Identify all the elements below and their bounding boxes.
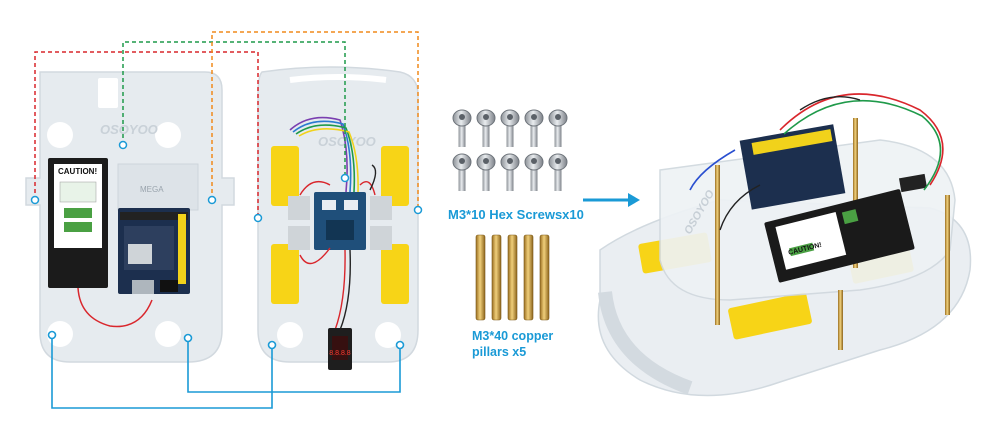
hex-screw [524,109,544,147]
pillars-label-line2: pillars x5 [472,345,527,359]
copper-pillar [539,234,550,321]
assembled-car: CAUTION! OSOYOO [597,93,972,397]
copper-pillar [475,234,486,321]
hex-screw [548,109,568,147]
copper-pillar [523,234,534,321]
plate-hole [155,321,181,347]
hex-screw [476,153,496,191]
caution-title: CAUTION! [58,167,97,176]
screws-label: M3*10 Hex Screwsx10 [448,207,584,222]
standoff-guides [51,335,401,409]
display-digits: 8.8.8.8 [329,350,351,357]
motor-rear-left [271,226,310,304]
copper-pillars [475,234,550,321]
hex-screw [524,153,544,191]
plate-hole [47,122,73,148]
plate-hole [47,321,73,347]
brand-mark: OSOYOO [100,122,158,137]
mega-board [118,208,190,294]
hex-screw [452,153,472,191]
copper-pillar [507,234,518,321]
hex-screw [476,109,496,147]
guide-endpoints [30,140,423,223]
motor-front-left [271,146,310,220]
arrow-right-icon [583,193,640,207]
voltage-display: 8.8.8.8 [328,328,352,370]
battery-box: CAUTION! [48,158,108,288]
plate-hole [155,122,181,148]
pillars-label-line1: M3*40 copper [472,329,554,343]
hex-screw [500,109,520,147]
motor-driver-board [314,192,366,250]
copper-pillar [491,234,502,321]
assembly-guides [34,31,419,218]
mega-silk: MEGA [140,185,164,194]
hex-screw [500,153,520,191]
hex-screw [452,109,472,147]
motor-front-right [370,146,409,220]
hex-screws [452,109,568,191]
motor-rear-right [370,226,409,304]
hex-screw [548,153,568,191]
pillars-label: M3*40 copper pillars x5 [472,328,582,360]
chassis-brand: OSOYOO [318,134,376,149]
car-motor [728,292,812,340]
